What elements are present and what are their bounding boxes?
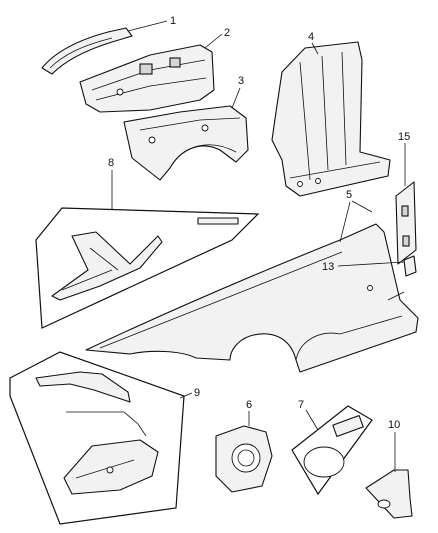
leader-4	[311, 42, 319, 55]
part-3-wheelhouse-inner	[123, 105, 249, 181]
leader-9	[179, 392, 193, 399]
leader-3	[231, 87, 241, 109]
callout-15: 15	[398, 131, 410, 143]
callout-2: 2	[224, 27, 230, 39]
callout-8: 8	[108, 157, 114, 169]
callout-10: 10	[388, 419, 400, 431]
part-7-reinforcement-panel	[291, 405, 373, 496]
part-2-inner-panel	[79, 44, 215, 113]
callout-5: 5	[346, 189, 352, 201]
part-15-bracket	[395, 181, 417, 265]
part-4-rear-pillar	[271, 41, 391, 197]
part-5-quarter-panel	[85, 223, 419, 373]
leader-13	[337, 261, 405, 267]
part-9-detail-panel	[9, 351, 185, 525]
part-13-clip	[403, 255, 417, 277]
leader-5b	[339, 201, 351, 243]
callout-6: 6	[246, 399, 252, 411]
part-1-rail	[41, 27, 133, 75]
leader-7	[305, 409, 319, 431]
part-10-bracket	[365, 469, 413, 519]
part-6-fuel-filler-housing	[215, 425, 273, 493]
callout-4: 4	[308, 31, 314, 43]
callout-9: 9	[194, 387, 200, 399]
callout-13: 13	[322, 261, 334, 273]
part-8-detail-panel	[35, 207, 260, 329]
leader-1	[127, 20, 168, 32]
callout-1: 1	[170, 15, 176, 27]
leader-5a	[351, 200, 373, 213]
callout-7: 7	[298, 399, 304, 411]
callout-3: 3	[238, 75, 244, 87]
leader-2	[204, 33, 223, 49]
